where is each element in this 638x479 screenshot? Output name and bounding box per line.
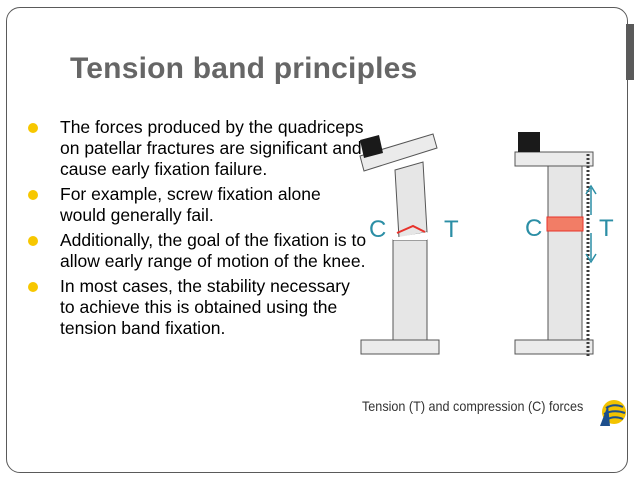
left-top-plate (359, 133, 438, 172)
bullet-text: The forces produced by the quadriceps on… (60, 117, 364, 179)
right-c-label: C (525, 215, 542, 242)
right-weight-block (518, 132, 540, 152)
bullet-item-forces: The forces produced by the quadriceps on… (24, 117, 369, 180)
left-base-plate (360, 339, 440, 355)
bullet-icon (28, 123, 38, 133)
globe-logo-icon (600, 400, 626, 426)
bullet-item-goal: Additionally, the goal of the fixation i… (24, 230, 369, 272)
left-model: C T (359, 133, 459, 355)
slide-title: Tension band principles (70, 52, 418, 85)
bullet-list: The forces produced by the quadriceps on… (24, 117, 369, 343)
right-t-label: T (599, 215, 614, 242)
bullet-item-stability: In most cases, the stability necessary t… (24, 276, 369, 339)
left-lower-bone (392, 239, 428, 341)
left-weight-block (360, 135, 383, 158)
left-t-label: T (444, 216, 459, 243)
slide-frame-tab (626, 24, 634, 80)
left-fracture-line (396, 224, 426, 234)
right-base-plate (514, 339, 594, 355)
right-bone (547, 165, 583, 341)
tension-arrow-up-icon (585, 184, 597, 215)
bullet-item-example: For example, screw fixation alone would … (24, 184, 369, 226)
tension-arrow-down-icon (585, 233, 597, 264)
figure-caption: Tension (T) and compression (C) forces (362, 398, 584, 414)
bullet-icon (28, 236, 38, 246)
left-c-label: C (369, 216, 386, 243)
left-fracture-gap (393, 232, 427, 240)
bullet-text: For example, screw fixation alone would … (60, 184, 321, 225)
right-band-marker (546, 216, 584, 232)
right-model: C T (514, 132, 614, 356)
right-top-plate (514, 151, 594, 167)
bullet-icon (28, 190, 38, 200)
bullet-icon (28, 282, 38, 292)
slide-frame (6, 7, 628, 473)
bullet-text: Additionally, the goal of the fixation i… (60, 230, 367, 271)
bullet-text: In most cases, the stability necessary t… (60, 276, 350, 338)
tension-band-figure: C T C T (359, 132, 614, 356)
